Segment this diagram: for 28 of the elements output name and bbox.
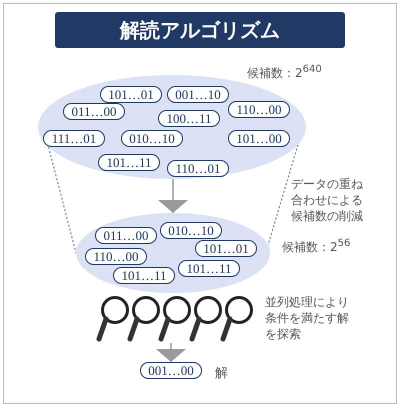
bit-string-pill: 101…01 — [100, 86, 162, 103]
note-text: 並列処理により条件を満たす解を探索 — [265, 294, 350, 342]
bit-string-pill: 111…01 — [43, 130, 105, 147]
bit-string-pill: 110…01 — [167, 160, 229, 177]
bit-string-pill: 001…10 — [167, 86, 229, 103]
bit-string-pill: 110…00 — [85, 248, 147, 265]
candidate-count-label: 候補数：2$^{640}$ — [247, 64, 322, 82]
bit-string-pill: 011…00 — [95, 227, 157, 244]
bit-string-pill: 100…11 — [158, 110, 220, 127]
candidate-count-label: 候補数：2$^{56}$ — [282, 238, 350, 256]
bit-string-pill: 101…11 — [113, 267, 175, 284]
arrow — [158, 179, 188, 213]
bit-string-pill: 001…00 — [140, 362, 202, 379]
bit-string-pill: 010…10 — [160, 222, 222, 239]
arrow — [156, 343, 186, 362]
bit-string-pill: 101…11 — [178, 260, 240, 277]
bit-string-pill: 010…10 — [121, 130, 183, 147]
dotted-guide-line — [48, 146, 76, 254]
bit-string-pill: 101…01 — [195, 240, 257, 257]
answer-label: 解 — [215, 365, 228, 382]
note-text: データの重ね合わせによる候補数の削減 — [290, 176, 364, 224]
bit-string-pill: 011…00 — [63, 103, 125, 120]
dotted-guide-line — [268, 144, 298, 246]
bit-string-pill: 101…11 — [98, 154, 160, 171]
title-banner: 解読アルゴリズム — [55, 12, 345, 48]
magnifiers-drawing — [96, 295, 256, 343]
bit-string-pill: 110…00 — [228, 101, 290, 118]
bit-string-pill: 101…00 — [228, 130, 290, 147]
